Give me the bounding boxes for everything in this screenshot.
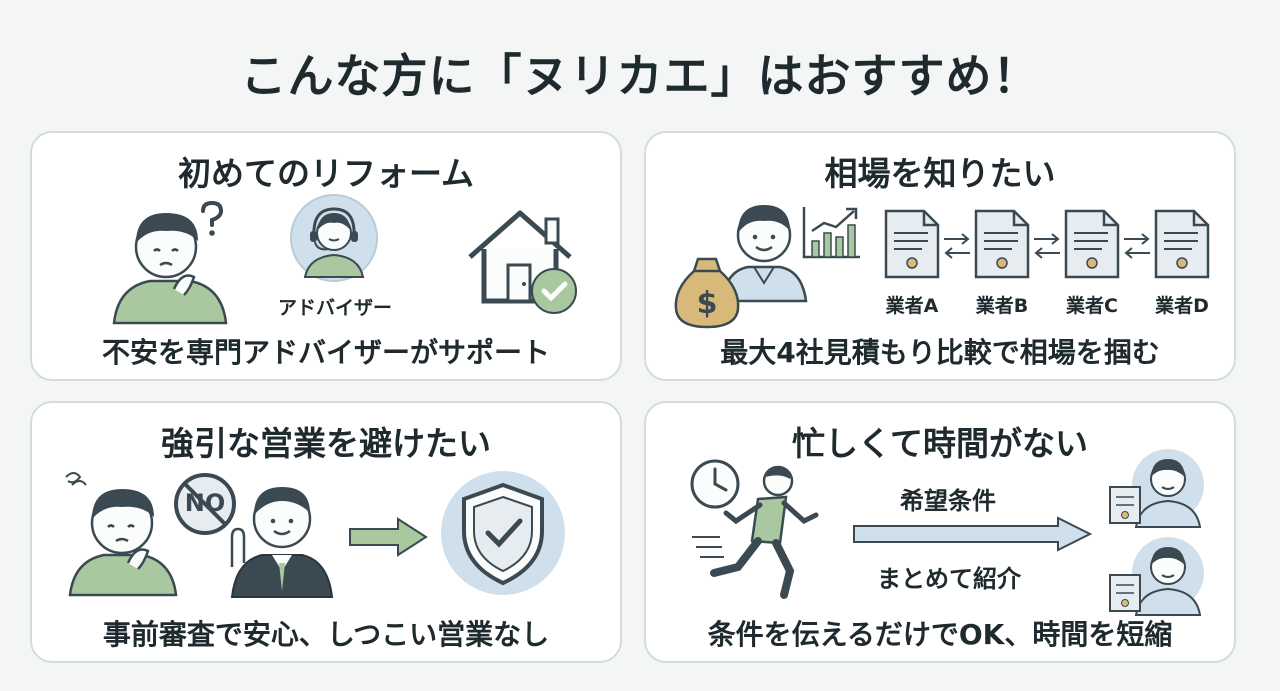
card-busy-no-time: 忙しくて時間がない 希望条件 まとめて紹介 条件 (644, 401, 1236, 663)
document-icon (884, 209, 940, 279)
vendor-label-d: 業者D (1155, 295, 1209, 317)
contractor-icon (1109, 449, 1204, 528)
vendor-label-b: 業者B (975, 295, 1029, 317)
worried-man-icon (65, 472, 178, 597)
arrow-bottom-label: まとめて紹介 (877, 565, 1021, 593)
no-text: NO (184, 489, 226, 517)
svg-text:$: $ (697, 286, 718, 321)
card-title: 初めてのリフォーム (177, 154, 474, 193)
document-icon (1064, 209, 1120, 279)
document-icon (974, 209, 1030, 279)
card-title: 忙しくて時間がない (791, 424, 1088, 463)
salesman-icon (230, 487, 334, 598)
advisor-label: アドバイザー (277, 297, 392, 319)
contractor-icon (1109, 537, 1204, 616)
clock-icon (690, 459, 740, 509)
vendor-label-c: 業者C (1066, 295, 1118, 317)
card-caption: 条件を伝えるだけでOK、時間を短縮 (707, 618, 1173, 651)
arrow-right-icon (853, 516, 1093, 552)
swap-arrows-icon (1034, 233, 1060, 259)
arrow-top-label: 希望条件 (900, 487, 996, 515)
advisor-headset-icon (290, 194, 378, 282)
card-caption: 不安を専門アドバイザーがサポート (101, 336, 550, 369)
card-first-reform: 初めてのリフォーム アドバイザー 不安を専門アドバイザーがサポート (30, 131, 622, 381)
card-caption: 事前審査で安心、しつこい営業なし (102, 618, 550, 651)
card-title: 相場を知りたい (824, 154, 1056, 193)
shield-check-icon (441, 471, 565, 595)
swap-arrows-icon (1124, 233, 1150, 259)
growth-chart-icon (802, 207, 860, 259)
card-market-price: 相場を知りたい $ (644, 131, 1236, 381)
no-sign-icon (174, 473, 236, 535)
swap-arrows-icon (944, 233, 970, 259)
running-man-icon (692, 465, 819, 599)
page-title: こんな方に「ヌリカエ」はおすすめ！ (240, 49, 1040, 103)
document-icon (1154, 209, 1210, 279)
house-check-icon (468, 210, 577, 314)
confused-man-icon (112, 213, 228, 325)
man-icon (720, 205, 808, 303)
card-title: 強引な営業を避けたい (161, 424, 491, 463)
arrow-right-icon (349, 517, 428, 557)
vendor-label-a: 業者A (885, 295, 939, 317)
card-avoid-pushy-sales: 強引な営業を避けたい NO 事前審査で安心、しつこい営業なし (30, 401, 622, 663)
card-caption: 最大4社見積もり比較で相場を掴む (720, 336, 1160, 369)
question-mark-icon (201, 200, 224, 236)
money-bag-icon: $ (674, 257, 740, 329)
